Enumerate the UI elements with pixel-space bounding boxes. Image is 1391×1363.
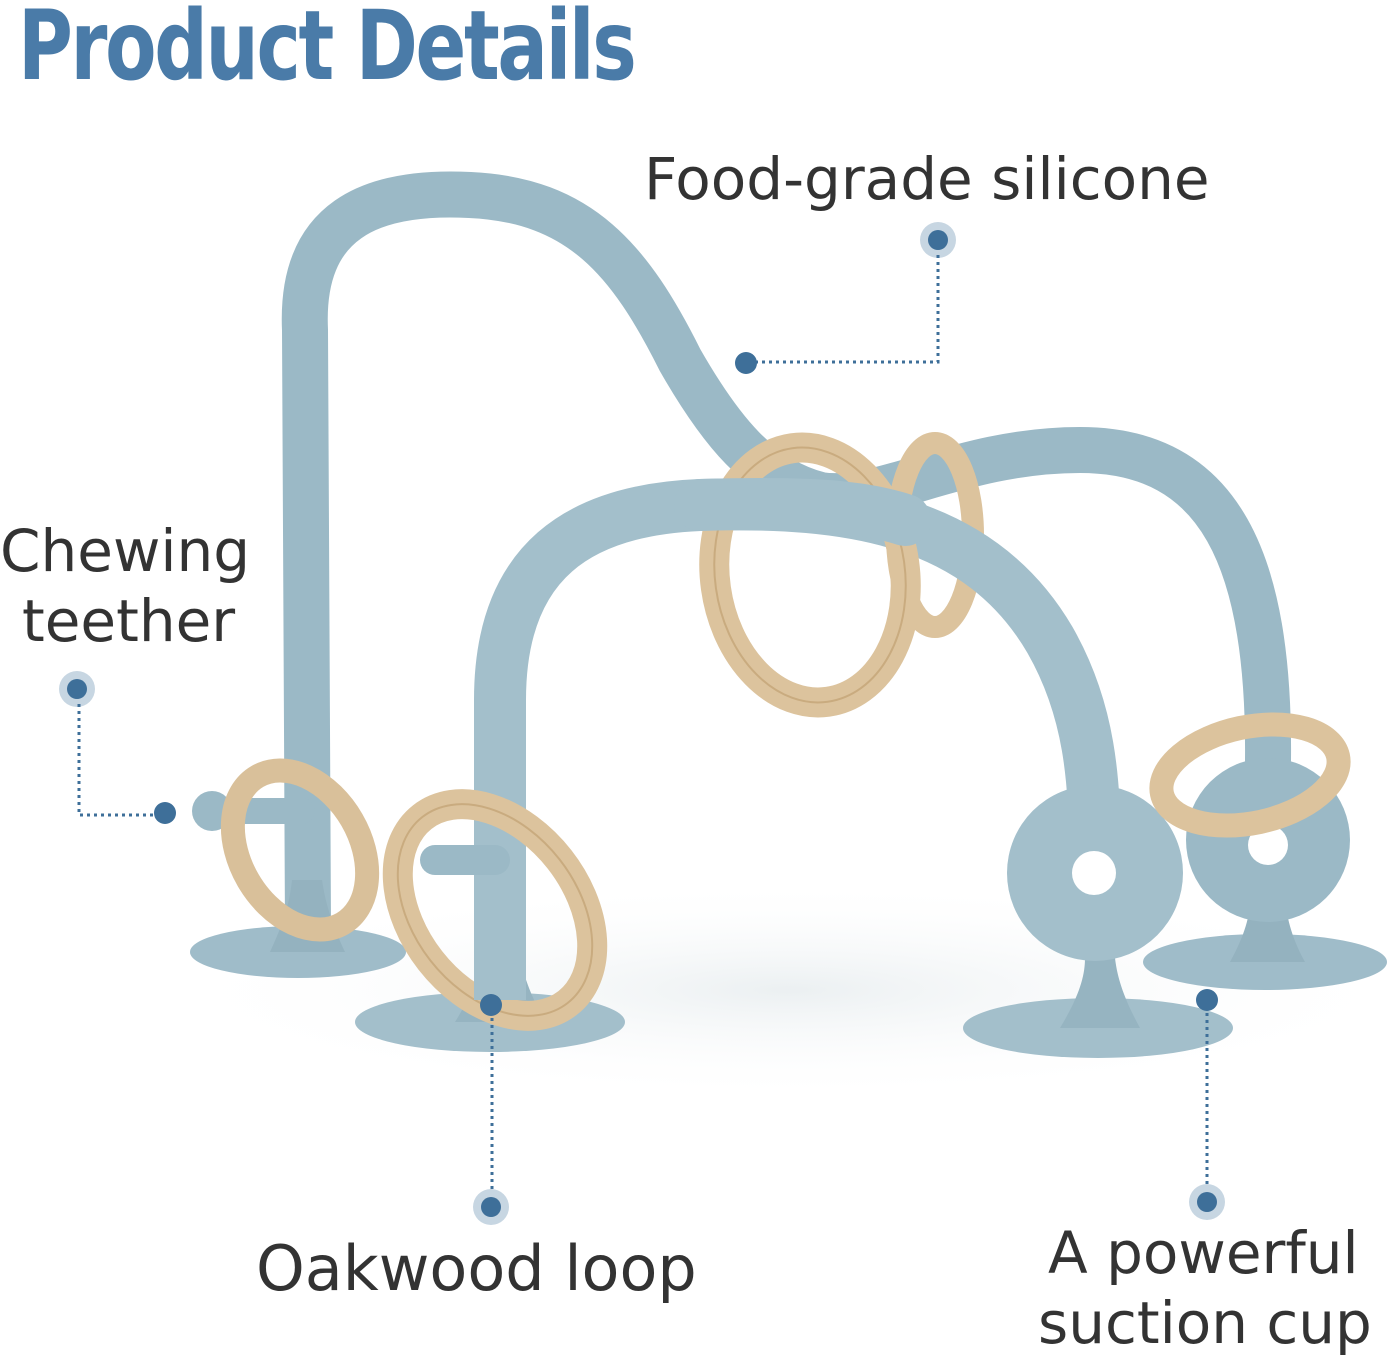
front-arch-overlap [674,477,931,546]
front-crossbar [420,845,510,875]
callout-suction-label-line2: suction cup [1038,1289,1372,1357]
wood-ring-right [1149,712,1351,838]
wood-ring-front-left [382,789,608,1031]
callout-teether-leader [59,671,176,824]
callout-loop-label: Oakwood loop [256,1232,697,1305]
wood-ring-top-large [699,432,921,718]
callout-silicone-label: Food-grade silicone [644,145,1210,213]
callout-suction-label-line1: A powerful [1048,1219,1359,1287]
page-title: Product Details [18,0,637,102]
callout-silicone-leader [735,222,956,374]
suction-cup-front-right [963,785,1233,1058]
callout-suction-leader [1189,989,1225,1220]
callout-loop-leader [473,994,509,1225]
wood-ring-left [220,758,380,942]
callout-teether-label-line1: Chewing [0,517,251,585]
callout-teether-label-line2: teether [22,587,236,655]
